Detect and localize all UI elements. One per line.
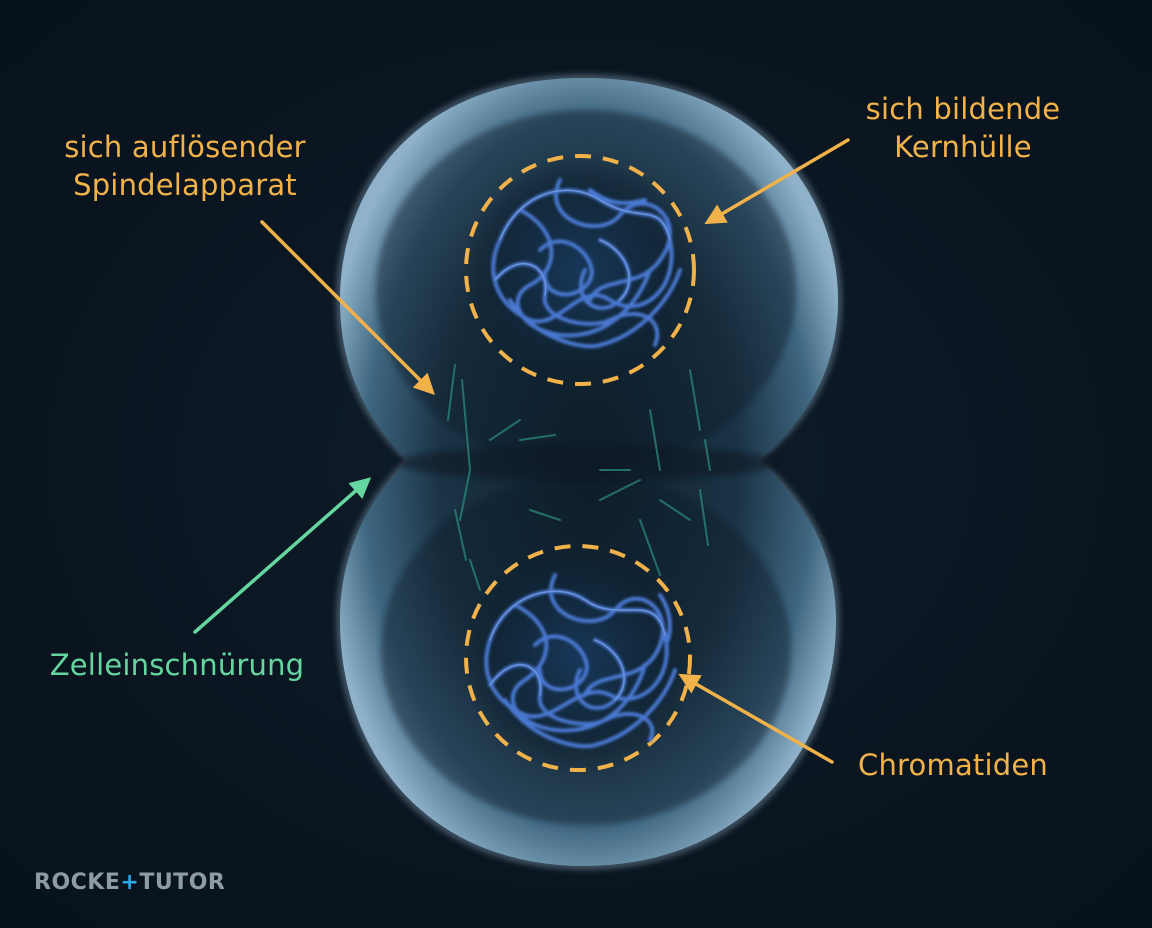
label-dissolving-spindle-line2: Spindelapparat [73, 168, 297, 202]
label-dissolving-spindle: sich auflösender Spindelapparat [40, 128, 330, 204]
logo-rocket-icon: + [120, 870, 140, 895]
upper-nucleus [462, 154, 698, 390]
logo-text-rocke: ROCKE [34, 870, 121, 895]
upper-nuclear-envelope [464, 154, 696, 386]
label-forming-nuclear-envelope: sich bildende Kernhülle [838, 90, 1088, 166]
annotation-arrows [193, 138, 850, 764]
label-chromatids: Chromatiden [838, 746, 1068, 784]
arrow-envelope [704, 138, 850, 225]
lower-nucleus [462, 542, 694, 774]
arrow-chromatids [678, 673, 834, 764]
arrow-spindle [260, 220, 435, 395]
label-dissolving-spindle-line1: sich auflösender [64, 130, 306, 164]
logo-text-tutor: TUTOR [139, 870, 226, 895]
rocket-tutor-logo: ROCKE + TUTOR [34, 870, 225, 895]
label-cleavage-furrow: Zelleinschnürung [32, 646, 322, 684]
lower-nuclear-envelope [464, 544, 692, 772]
label-chromatids-line1: Chromatiden [858, 748, 1048, 782]
label-cleavage-furrow-line1: Zelleinschnürung [49, 648, 305, 682]
arrow-cleavage [193, 477, 372, 634]
spindle-fibers [447, 364, 711, 591]
cleavage-furrow [398, 445, 778, 481]
label-forming-nuclear-envelope-line2: Kernhülle [894, 130, 1032, 164]
label-forming-nuclear-envelope-line1: sich bildende [865, 92, 1061, 126]
